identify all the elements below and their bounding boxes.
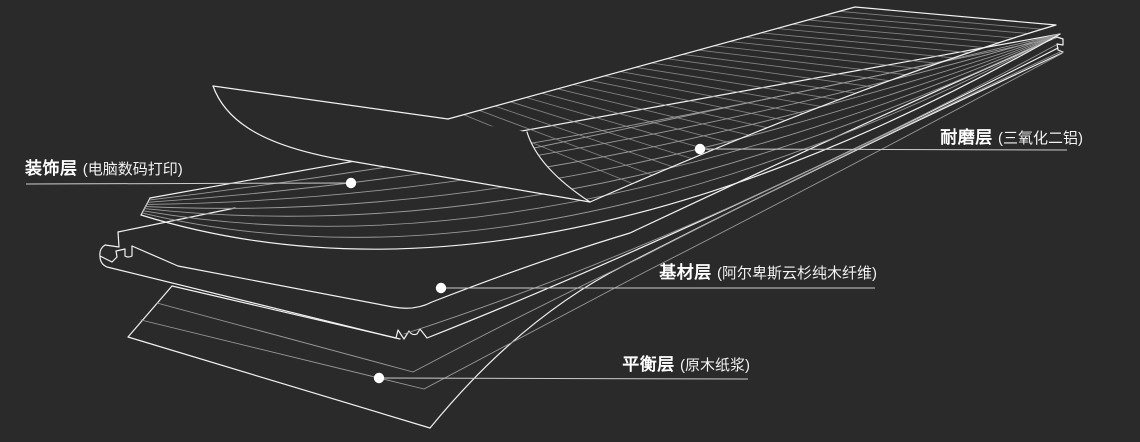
wear-fold-curve bbox=[526, 131, 591, 203]
wear-hatch-line bbox=[729, 41, 939, 64]
decor-layer-art bbox=[140, 33, 1061, 250]
wear-hatch-line bbox=[588, 79, 786, 121]
leader-dots bbox=[345, 143, 706, 384]
decor-texture-line bbox=[141, 33, 1061, 238]
wear-hatch-line bbox=[510, 101, 693, 160]
wear-hatch-line bbox=[838, 10, 1043, 30]
balance-sheet-texture-line bbox=[140, 53, 1062, 390]
decor-layer-detail: (电脑数码打印) bbox=[82, 161, 183, 178]
wear-hatch-line bbox=[807, 19, 1015, 39]
dot-decor bbox=[345, 177, 357, 189]
wear-hatch-lines bbox=[463, 10, 1043, 185]
wear-hatch-line bbox=[776, 28, 985, 49]
decor-sheet-far-edge bbox=[149, 33, 1061, 199]
decor-texture-line bbox=[147, 33, 1061, 203]
decor-texture-line bbox=[145, 33, 1061, 209]
wear-hatch-line bbox=[619, 71, 822, 107]
leader-decor bbox=[25, 182, 352, 185]
wear-curl-bottom-edge bbox=[349, 160, 591, 203]
wear-hatch-line bbox=[541, 92, 731, 144]
dot-base bbox=[435, 282, 447, 294]
wear-hatch-line bbox=[713, 45, 923, 70]
wear-hatch-line bbox=[557, 88, 750, 136]
decor-layer-name: 装饰层 bbox=[25, 159, 78, 178]
balance-layer-detail: (原木纸浆) bbox=[680, 357, 750, 374]
wear-curl-top-edge bbox=[212, 85, 449, 120]
wear-hatch-line bbox=[525, 97, 712, 152]
balance-layer-art bbox=[127, 51, 1063, 429]
wear-hatch-line bbox=[463, 114, 633, 185]
wear-hatch-line bbox=[494, 105, 673, 168]
base-layer-detail: (阿尔卑斯云杉纯木纤维) bbox=[717, 265, 877, 282]
wear-curl-left-curve bbox=[212, 85, 351, 162]
board-top-near-edge bbox=[131, 36, 1058, 309]
wear-hatch-line bbox=[698, 49, 907, 76]
decor-texture-line bbox=[142, 33, 1061, 227]
wear-hatch-line bbox=[666, 58, 874, 88]
wear-hatch-line bbox=[635, 66, 840, 101]
decor-sheet-near-edge bbox=[140, 33, 1061, 250]
balance-sheet-texture-line bbox=[156, 51, 1061, 373]
wear-layer-art bbox=[212, 6, 1057, 203]
dot-balance bbox=[373, 372, 385, 384]
leader-lines bbox=[25, 148, 1068, 380]
wear-hatch-line bbox=[478, 109, 653, 176]
leader-wear bbox=[699, 148, 1068, 151]
label-wear-layer: 耐磨层 (三氧化二铝) bbox=[940, 123, 1083, 148]
decor-texture-line bbox=[146, 33, 1061, 205]
wear-hatch-line bbox=[604, 75, 804, 114]
wear-hatch-line bbox=[744, 36, 955, 59]
wear-sheet-outline bbox=[447, 6, 1057, 203]
wear-hatch-line bbox=[823, 15, 1029, 34]
board-front-inner-line bbox=[403, 44, 1057, 335]
dot-wear bbox=[694, 143, 706, 155]
leader-balance bbox=[378, 377, 749, 380]
balance-layer-name: 平衡层 bbox=[622, 355, 675, 374]
label-base-layer: 基材层 (阿尔卑斯云杉纯木纤维) bbox=[659, 258, 877, 283]
label-balance-layer: 平衡层 (原木纸浆) bbox=[622, 350, 750, 375]
wear-hatch-line bbox=[791, 23, 1000, 44]
wear-hatch-line bbox=[651, 62, 857, 94]
decor-texture-line bbox=[143, 33, 1061, 217]
wear-layer-name: 耐磨层 bbox=[940, 128, 993, 147]
balance-sheet-right-sweep bbox=[429, 52, 1063, 429]
wear-curl-fill bbox=[213, 86, 590, 202]
board-tongue-profile bbox=[99, 231, 133, 263]
base-layer-name: 基材层 bbox=[659, 263, 712, 282]
label-decor-layer: 装饰层 (电脑数码打印) bbox=[25, 154, 183, 179]
wear-hatch-line bbox=[572, 84, 768, 129]
wear-hatch-line bbox=[682, 53, 890, 82]
wear-layer-detail: (三氧化二铝) bbox=[998, 130, 1083, 147]
wear-hatch-line bbox=[760, 32, 970, 54]
board-right-end-step bbox=[1056, 36, 1064, 53]
